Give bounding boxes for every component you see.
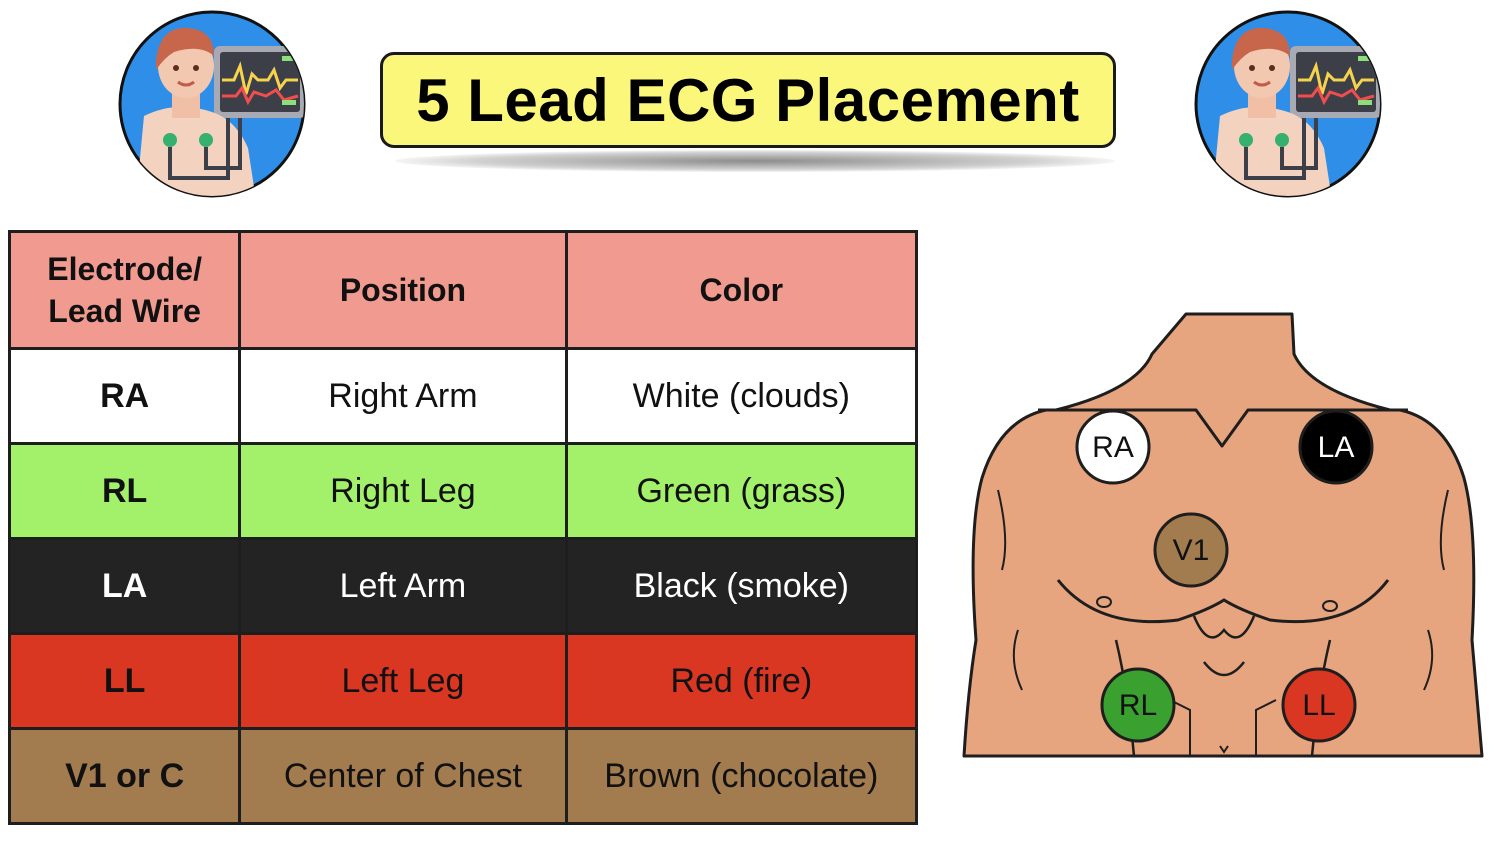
electrode-label: LL <box>1302 689 1335 722</box>
electrode-circle <box>1100 667 1176 743</box>
title-shadow <box>395 150 1115 172</box>
lead-cell: V1 or C <box>7 727 242 825</box>
electrode-circle <box>1281 667 1357 743</box>
patient-ecg-monitor-icon <box>118 10 306 198</box>
electrode-label: V1 <box>1173 534 1210 567</box>
table-row: RA Right Arm White (clouds) <box>7 347 919 445</box>
position-cell: Right Leg <box>238 442 568 540</box>
header-position: Position <box>238 230 568 350</box>
table-row: V1 or C Center of Chest Brown (chocolate… <box>7 727 919 825</box>
table-row: RL Right Leg Green (grass) <box>7 442 919 540</box>
header-electrode: Electrode/ Lead Wire <box>7 230 242 350</box>
electrode-rl: RL <box>1100 667 1176 743</box>
lead-cell: LL <box>7 632 242 730</box>
electrode-ra: RA <box>1075 409 1151 485</box>
color-cell: Brown (chocolate) <box>564 727 919 825</box>
patient-ecg-monitor-icon <box>1194 10 1382 198</box>
electrode-ll: LL <box>1281 667 1357 743</box>
color-cell: Red (fire) <box>564 632 919 730</box>
color-cell: Black (smoke) <box>564 537 919 635</box>
header-color: Color <box>564 230 919 350</box>
electrode-label: RA <box>1092 431 1134 464</box>
color-cell: White (clouds) <box>564 347 919 445</box>
lead-cell: RA <box>7 347 242 445</box>
position-cell: Center of Chest <box>238 727 568 825</box>
lead-cell: RL <box>7 442 242 540</box>
table-row: LA Left Arm Black (smoke) <box>7 537 919 635</box>
electrode-label: LA <box>1318 431 1355 464</box>
position-cell: Left Leg <box>238 632 568 730</box>
electrode-v1: V1 <box>1153 512 1229 588</box>
color-cell: Green (grass) <box>564 442 919 540</box>
lead-cell: LA <box>7 537 242 635</box>
electrode-circle <box>1075 409 1151 485</box>
table-header-row: Electrode/ Lead Wire Position Color <box>7 230 919 350</box>
electrode-circle <box>1298 409 1374 485</box>
electrode-label: RL <box>1119 689 1157 722</box>
table-row: LL Left Leg Red (fire) <box>7 632 919 730</box>
electrode-la: LA <box>1298 409 1374 485</box>
electrode-circle <box>1153 512 1229 588</box>
page-title: 5 Lead ECG Placement <box>380 52 1116 148</box>
electrode-table: Electrode/ Lead Wire Position Color RA R… <box>7 230 919 825</box>
position-cell: Right Arm <box>238 347 568 445</box>
position-cell: Left Arm <box>238 537 568 635</box>
